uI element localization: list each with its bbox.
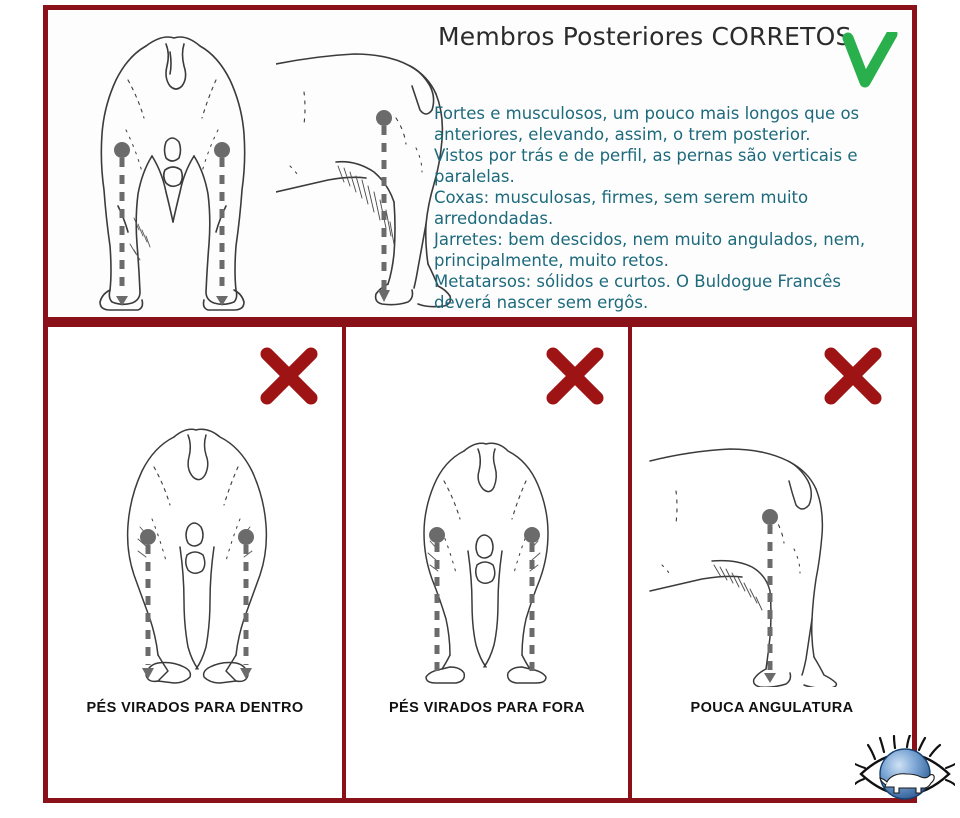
fault-caption: PÉS VIRADOS PARA DENTRO: [86, 700, 304, 716]
description-line: principalmente, muito retos.: [434, 251, 669, 270]
dog-rear-view-toes-out: [380, 423, 588, 685]
description-line: arredondadas.: [434, 209, 554, 228]
description-line: Jarretes: bem descidos, nem muito angula…: [434, 230, 866, 249]
dog-side-view-straight-stifle: [646, 425, 858, 687]
dog-side-view-correct: [276, 32, 466, 314]
dog-rear-view-correct: [66, 22, 276, 314]
correct-panel: Membros Posteriores CORRETOS Fortes e mu…: [43, 5, 917, 322]
fault-caption: POUCA ANGULATURA: [690, 700, 854, 716]
description-text: Fortes e musculosos, um pouco mais longo…: [434, 103, 904, 313]
description-line: deverá nascer sem ergôs.: [434, 293, 649, 312]
fault-panel-little-angulation: POUCA ANGULATURA: [632, 327, 912, 798]
description-line: Metatarsos: sólidos e curtos. O Buldogue…: [434, 272, 842, 291]
description-line: Coxas: musculosas, firmes, sem serem mui…: [434, 188, 809, 207]
description-line: paralelas.: [434, 167, 515, 186]
kennel-eye-logo: [854, 733, 956, 813]
description-line: Vistos por trás e de perfil, as pernas s…: [434, 146, 858, 165]
description-line: Fortes e musculosos, um pouco mais longo…: [434, 104, 860, 123]
cross-mark-icon: [822, 345, 884, 407]
fault-panel-toes-out: PÉS VIRADOS PARA FORA: [346, 327, 632, 798]
poster-board: Membros Posteriores CORRETOS Fortes e mu…: [43, 5, 917, 803]
description-line: anteriores, elevando, assim, o trem post…: [434, 125, 811, 144]
fault-caption: PÉS VIRADOS PARA FORA: [388, 700, 586, 716]
cross-mark-icon: [544, 345, 606, 407]
page-title: Membros Posteriores CORRETOS: [438, 22, 852, 51]
fault-panel-toes-in: PÉS VIRADOS PARA DENTRO: [48, 327, 346, 798]
fault-panels: PÉS VIRADOS PARA DENTRO: [43, 322, 917, 803]
cross-mark-icon: [258, 345, 320, 407]
check-mark-icon: [838, 28, 900, 94]
dog-rear-view-toes-in: [88, 415, 300, 687]
